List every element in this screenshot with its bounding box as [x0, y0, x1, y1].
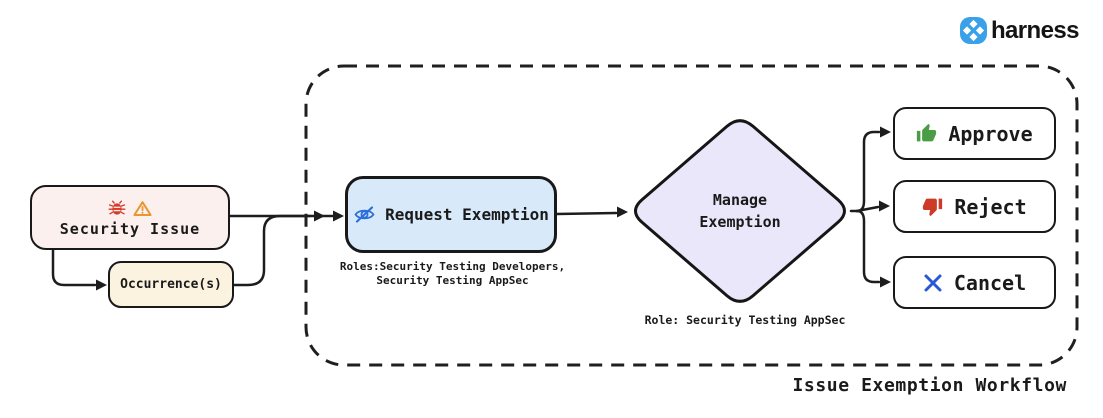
warning-triangle-icon: [133, 200, 152, 217]
cancel-node: Cancel: [893, 256, 1056, 309]
occurrences-node: Occurrence(s): [108, 261, 234, 308]
occurrences-label: Occurrence(s): [120, 277, 222, 292]
request-exemption-roles-caption: Roles:Security Testing Developers, Secur…: [330, 260, 575, 287]
manage-exemption-label-line2: Exemption: [699, 213, 781, 231]
security-issue-icons: [108, 200, 152, 217]
roles-caption-line1: Roles:Security Testing Developers,: [339, 260, 566, 273]
manage-exemption-label-line1: Manage: [712, 191, 768, 209]
reject-label: Reject: [954, 194, 1027, 219]
bug-icon: [108, 200, 126, 216]
arrowheads: [96, 126, 891, 291]
approve-node: Approve: [893, 107, 1056, 160]
connector-manage-to-approve: [855, 130, 881, 213]
connector-request-to-manage: [555, 211, 618, 216]
manage-exemption-label: Manage Exemption: [660, 189, 820, 233]
thumbs-down-icon: [922, 196, 943, 217]
roles-caption-line2: Security Testing AppSec: [376, 273, 529, 287]
harness-wordmark: harness: [991, 16, 1079, 44]
request-exemption-node: Request Exemption: [345, 176, 557, 253]
workflow-caption: Issue Exemption Workflow: [792, 375, 1067, 396]
security-issue-node: Security Issue: [30, 185, 230, 250]
connector-issue-to-occurrence: [51, 248, 97, 287]
manage-exemption-role-caption: Role: Security Testing AppSec: [644, 313, 846, 327]
thumbs-up-icon: [916, 123, 937, 144]
reject-node: Reject: [893, 180, 1056, 233]
eye-off-icon: [353, 205, 376, 224]
connector-manage-to-reject: [855, 205, 880, 213]
connector-occurrence-to-request: [232, 214, 312, 287]
x-icon: [923, 273, 943, 293]
approve-label: Approve: [948, 121, 1033, 146]
manage-exemption-diamond: [634, 119, 846, 303]
security-issue-label: Security Issue: [59, 219, 201, 238]
harness-logo-icon: [959, 16, 988, 45]
request-exemption-label: Request Exemption: [385, 205, 549, 224]
cancel-label: Cancel: [953, 270, 1027, 295]
harness-logo: harness: [959, 16, 1079, 45]
connector-manage-to-cancel: [855, 209, 881, 284]
